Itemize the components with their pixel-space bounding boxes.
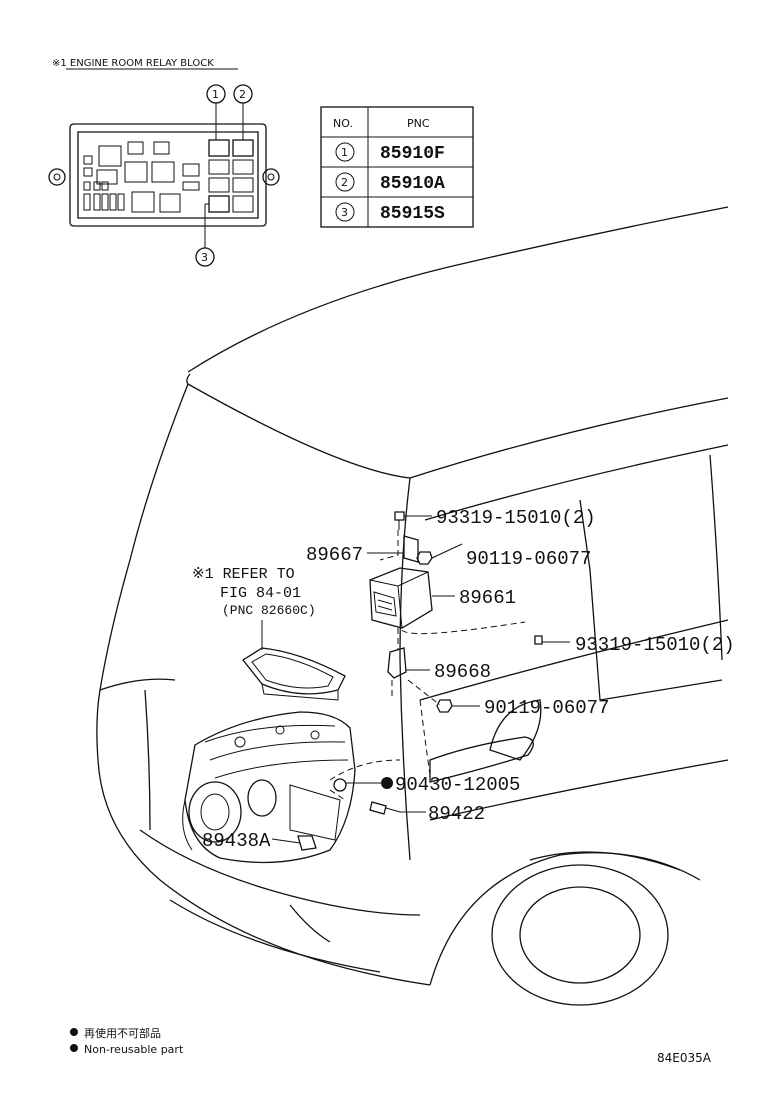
reference-note-line1: ※1 REFER TO	[192, 566, 295, 583]
relay-slot-3	[208, 195, 230, 213]
relay-slot-2	[232, 139, 254, 157]
legend-line1: 再使用不可部品	[84, 1026, 161, 1040]
reference-note-line2: FIG 84-01	[220, 585, 301, 602]
relay-block-ref-shape	[242, 647, 346, 701]
pnc-table: NO. PNC 1 85910F 2 85910A 3 85915S	[320, 106, 474, 228]
non-reusable-dot	[381, 777, 393, 789]
legend: 再使用不可部品 Non-reusable part	[70, 1026, 184, 1056]
label-93319-right: 93319-15010(2)	[575, 634, 735, 656]
callout-3-text: 3	[201, 251, 208, 264]
label-90119-bottom: 90119-06077	[484, 697, 609, 719]
reference-note: ※1 REFER TO FIG 84-01 (PNC 82660C)	[192, 566, 316, 618]
relay-block-title: ※1 ENGINE ROOM RELAY BLOCK	[52, 58, 214, 69]
mount-ear-right	[262, 168, 280, 186]
relay-slot-1	[208, 139, 230, 157]
label-89438A: 89438A	[202, 830, 271, 852]
label-90119-top: 90119-06077	[466, 548, 591, 570]
reference-note-line3: (PNC 82660C)	[222, 603, 316, 618]
relay-block-inset: ※1 ENGINE ROOM RELAY BLOCK	[48, 58, 280, 267]
label-89661: 89661	[459, 587, 516, 609]
callout-1-text: 1	[212, 88, 219, 101]
mount-ear-left	[48, 168, 66, 186]
engine-assembly	[182, 711, 356, 864]
label-89668: 89668	[434, 661, 491, 683]
label-90430: 90430-12005	[395, 774, 520, 796]
ecu-assembly	[369, 511, 543, 776]
pnc-table-row-2-pnc: 85910A	[380, 174, 445, 194]
leader-lines	[271, 515, 570, 844]
pnc-table-header-no: NO.	[333, 117, 353, 130]
label-89422: 89422	[428, 803, 485, 825]
callout-2-text: 2	[239, 88, 246, 101]
pnc-table-row-1-pnc: 85910F	[380, 144, 445, 164]
sensor-parts	[297, 759, 401, 851]
label-93319-top: 93319-15010(2)	[436, 507, 596, 529]
legend-line2: Non-reusable part	[84, 1043, 184, 1056]
figure-code: 84E035A	[657, 1051, 712, 1065]
pnc-table-header-pnc: PNC	[407, 117, 430, 130]
pnc-table-row-2-no: 2	[341, 176, 348, 189]
pnc-table-row-3-no: 3	[341, 206, 348, 219]
pnc-table-row-3-pnc: 85915S	[380, 204, 445, 224]
bolt-90430	[333, 778, 347, 792]
vehicle-outline	[96, 206, 729, 1006]
pnc-table-row-1-no: 1	[341, 146, 348, 159]
label-89667: 89667	[306, 544, 363, 566]
part-labels: 93319-15010(2) 89667 90119-06077 89661 9…	[202, 507, 735, 852]
